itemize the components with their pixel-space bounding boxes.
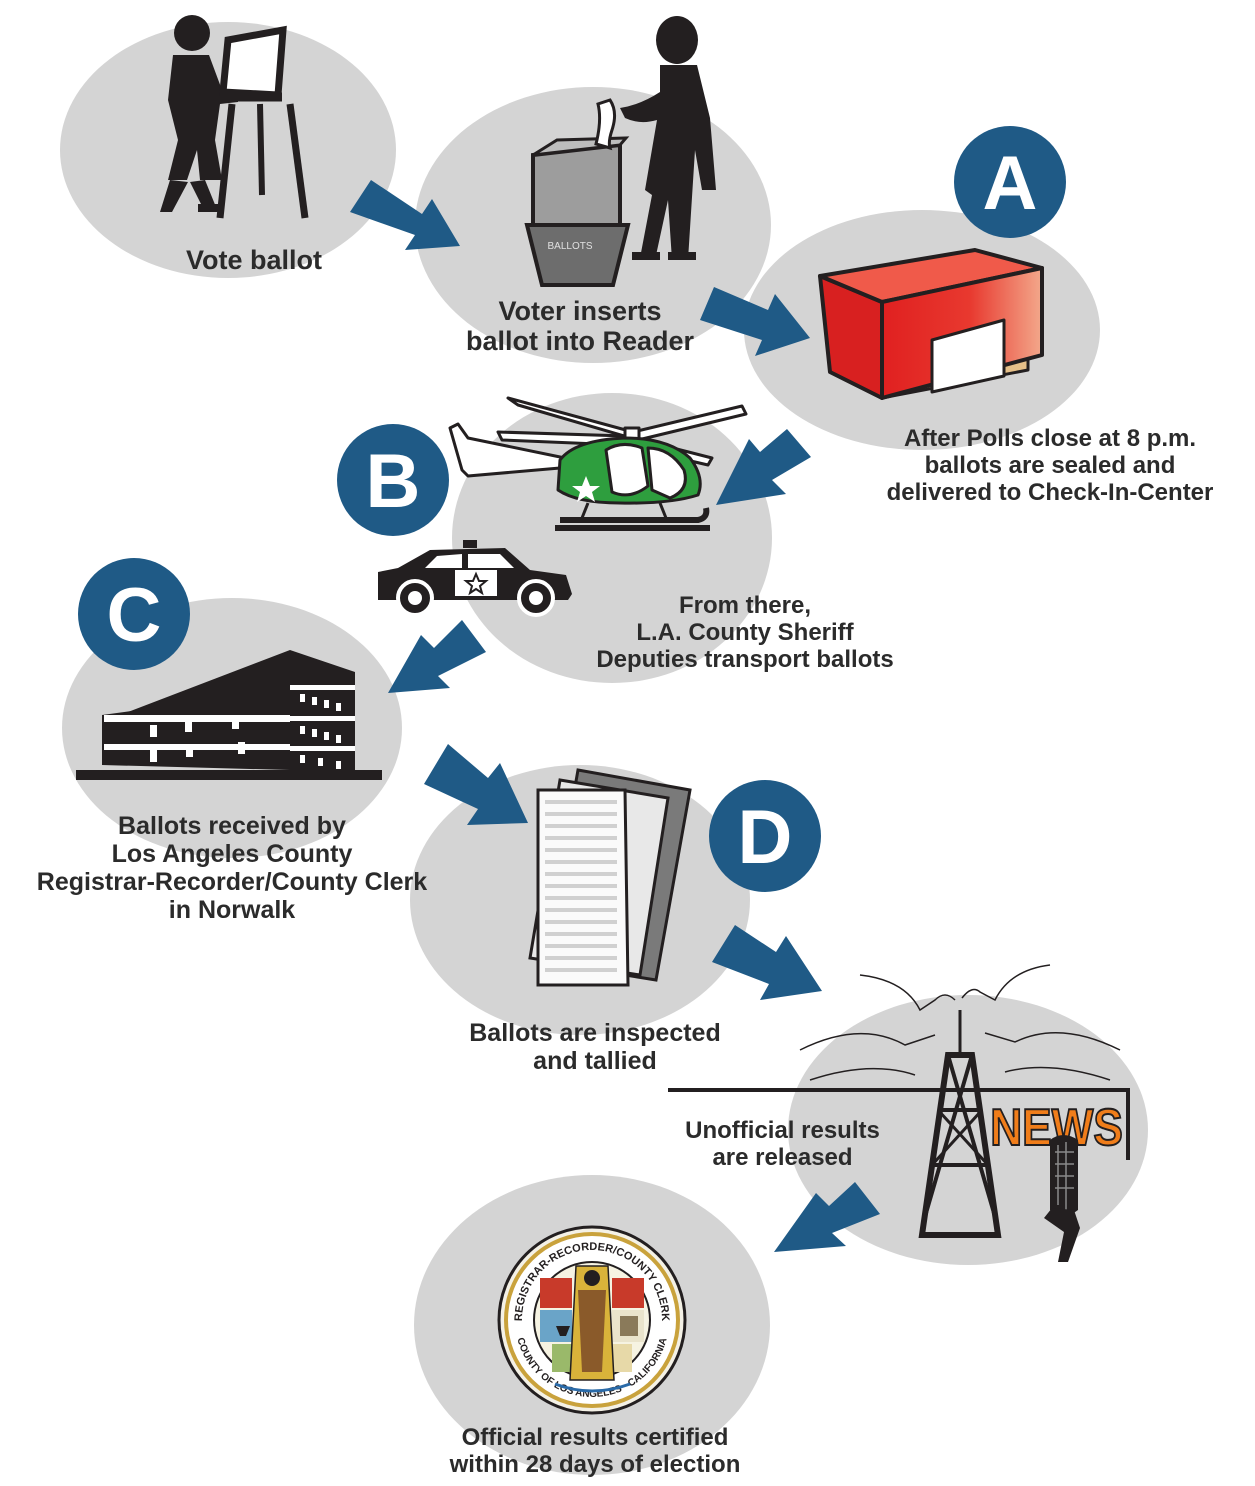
badge-d-label: D bbox=[738, 795, 793, 880]
patrol-car-icon bbox=[378, 540, 572, 617]
caption-tally: Ballots are inspected and tallied bbox=[440, 1019, 750, 1075]
caption-line: Ballots received by bbox=[118, 812, 346, 840]
caption-certify: Official results certified within 28 day… bbox=[410, 1424, 780, 1479]
caption-insert: Voter inserts ballot into Reader bbox=[430, 296, 730, 356]
caption-line: within 28 days of election bbox=[449, 1450, 741, 1478]
caption-line: Los Angeles County bbox=[111, 840, 353, 868]
flow-arrow-4 bbox=[388, 620, 486, 693]
voter-standing-icon bbox=[620, 16, 716, 260]
caption-deliver: After Polls close at 8 p.m. ballots are … bbox=[845, 425, 1255, 507]
sealed-container-icon bbox=[818, 248, 1044, 400]
flow-arrow-7 bbox=[774, 1182, 880, 1252]
flow-arrow-5 bbox=[424, 744, 528, 825]
caption-line: delivered to Check-In-Center bbox=[886, 478, 1214, 506]
office-building-icon bbox=[76, 650, 382, 780]
caption-line: After Polls close at 8 p.m. bbox=[903, 425, 1197, 452]
caption-line: in Norwalk bbox=[168, 896, 296, 924]
badge-c: C bbox=[78, 558, 190, 670]
caption-release: Unofficial results are released bbox=[660, 1117, 905, 1172]
caption-line: Official results certified bbox=[461, 1424, 729, 1451]
flow-arrow-1 bbox=[350, 180, 460, 250]
caption-line: Voter inserts bbox=[498, 296, 662, 326]
flow-arrow-3 bbox=[716, 429, 811, 505]
badge-a-label: A bbox=[983, 141, 1038, 226]
voting-booth-icon bbox=[160, 15, 309, 219]
microphone-icon bbox=[1044, 1135, 1080, 1262]
flow-arrow-6 bbox=[712, 925, 822, 1000]
badge-b: B bbox=[337, 424, 449, 536]
helicopter-icon bbox=[448, 396, 748, 531]
flow-arrow-2 bbox=[700, 287, 810, 356]
ballots-stack-icon bbox=[528, 768, 692, 987]
caption-line: Registrar-Recorder/County Clerk bbox=[36, 868, 428, 896]
caption-line: Deputies transport ballots bbox=[596, 645, 894, 673]
caption-received: Ballots received by Los Angeles County R… bbox=[2, 812, 462, 924]
caption-line: L.A. County Sheriff bbox=[636, 618, 854, 646]
caption-line: Ballots are inspected bbox=[469, 1019, 721, 1047]
radio-tower-icon bbox=[799, 964, 1121, 1238]
caption-line: Vote ballot bbox=[185, 245, 322, 275]
caption-vote: Vote ballot bbox=[144, 245, 364, 275]
ballot-box-label: BALLOTS bbox=[547, 241, 592, 252]
badge-b-label: B bbox=[366, 439, 421, 524]
badge-a: A bbox=[954, 126, 1066, 238]
caption-line: ballot into Reader bbox=[465, 326, 695, 357]
caption-line: are released bbox=[712, 1143, 853, 1171]
badge-d: D bbox=[709, 780, 821, 892]
caption-line: ballots are sealed and bbox=[924, 451, 1176, 479]
caption-transport: From there, L.A. County Sheriff Deputies… bbox=[565, 592, 925, 674]
caption-line: Unofficial results bbox=[685, 1117, 880, 1144]
caption-line: and tallied bbox=[533, 1047, 657, 1075]
ballot-reader-icon: BALLOTS bbox=[524, 98, 631, 287]
caption-line: From there, bbox=[678, 592, 812, 619]
official-seal-icon: REGISTRAR-RECORDER/COUNTY CLERK COUNTY O… bbox=[497, 1225, 687, 1415]
badge-c-label: C bbox=[107, 573, 162, 658]
